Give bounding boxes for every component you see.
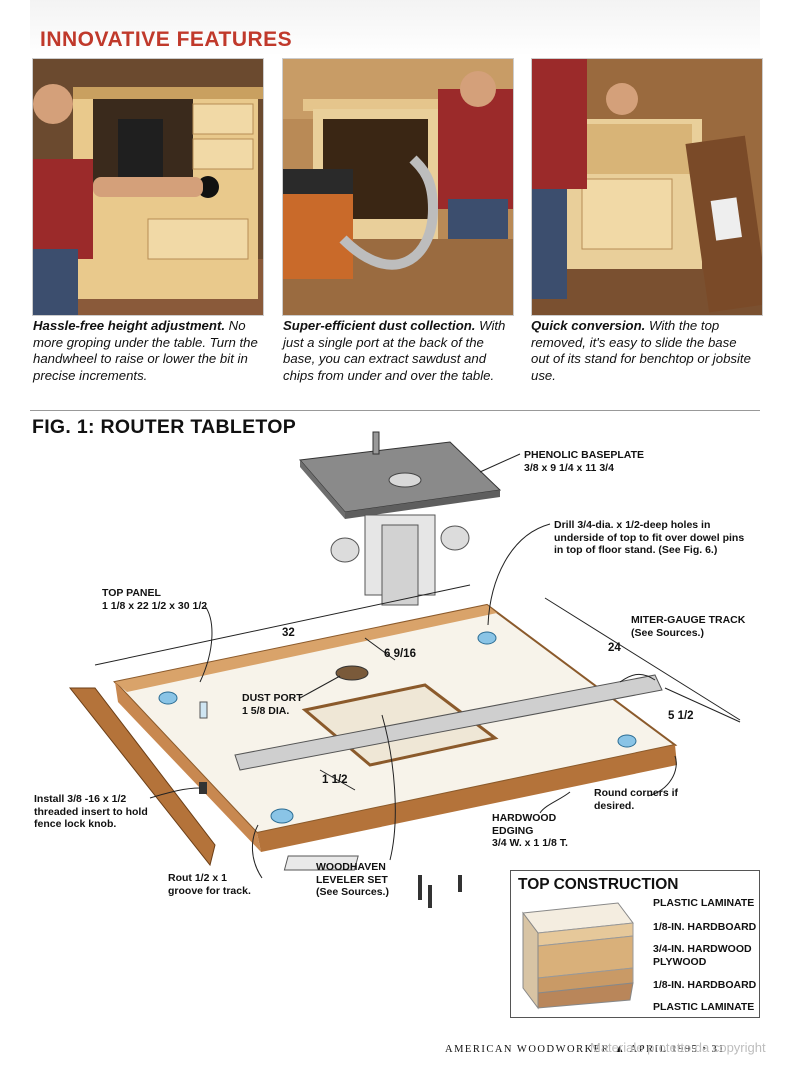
loose-edge-strip [68,687,216,867]
dust-port [335,665,369,681]
page-footer: AMERICAN WOODWORKER ▲ APRIL 1995 • 31 [445,1044,726,1055]
dim-32: 32 [282,627,295,639]
label-phenolic: PHENOLIC BASEPLATE 3/8 x 9 1/4 x 11 3/4 [524,449,644,474]
caption-dust-collection: Super-efficient dust collection. With ju… [283,318,518,384]
dim-24: 24 [608,642,621,654]
label-insert: Install 3/8 -16 x 1/2 threaded insert to… [34,793,148,830]
label-round-corners: Round corners if desired. [594,787,679,812]
miter-gauge-track [234,674,663,771]
divider [30,410,760,411]
layer-label-2: 1/8-IN. HARDBOARD [653,921,757,933]
label-dust-port-dim: 1 5/8 DIA. [242,704,290,717]
top-construction-layers [522,902,634,1010]
label-leveler: WOODHAVEN LEVELER SET (See Sources.) [316,861,389,898]
caption-text: No more groping under the table. Turn th… [33,318,258,383]
caption-height-adjustment: Hassle-free height adjustment. No more g… [33,318,273,384]
section-title: INNOVATIVE FEATURES [40,28,293,51]
leveler-set [283,855,359,871]
caption-bold: Super-efficient dust collection. [283,318,476,333]
label-rout: Rout 1/2 x 1 groove for track. [168,872,251,897]
header-band [30,0,760,56]
dim-5-1-2: 5 1/2 [668,710,694,722]
label-dust-port: DUST PORT 1 5/8 DIA. [242,692,303,717]
label-hardwood-title: HARDWOOD EDGING [492,812,557,837]
label-top-panel-title: TOP PANEL [102,587,161,599]
label-drill: Drill 3/4-dia. x 1/2-deep holes in under… [554,519,745,556]
label-hardwood: HARDWOOD EDGING 3/4 W. x 1 1/8 T. [492,812,582,850]
label-top-panel: TOP PANEL 1 1/8 x 22 1/2 x 30 1/2 [102,587,207,612]
label-phenolic-title: PHENOLIC BASEPLATE [524,449,644,461]
label-phenolic-dim: 3/8 x 9 1/4 x 11 3/4 [524,461,614,474]
photo-quick-conversion [531,58,763,316]
layer-label-3: 3/4-IN. HARDWOOD PLYWOOD [653,943,752,968]
label-miter: MITER-GAUGE TRACK (See Sources.) [631,614,746,639]
label-dust-port-title: DUST PORT [242,692,303,704]
caption-text: With the top removed, it's easy to slide… [531,318,751,383]
label-hardwood-dim: 3/4 W. x 1 1/8 T. [492,837,568,849]
caption-bold: Hassle-free height adjustment. [33,318,225,333]
layer-label-1: PLASTIC LAMINATE [653,897,755,909]
caption-bold: Quick conversion. [531,318,646,333]
photo-height-adjustment [32,58,264,316]
watermark: Materiale protetto da copyright [590,1040,766,1055]
layer-label-5: PLASTIC LAMINATE [653,1001,755,1013]
top-construction-title: TOP CONSTRUCTION [518,876,679,893]
layer-label-4: 1/8-IN. HARDBOARD [653,979,757,991]
photo-dust-collection [282,58,514,316]
dim-1-1-2: 1 1/2 [322,774,348,786]
dim-6-9-16: 6 9/16 [384,648,416,660]
caption-quick-conversion: Quick conversion. With the top removed, … [531,318,756,384]
label-top-panel-dim: 1 1/8 x 22 1/2 x 30 1/2 [102,599,208,612]
figure-title: FIG. 1: ROUTER TABLETOP [32,416,297,438]
hardwood-edging [257,745,677,852]
router-tabletop-diagram [68,431,741,908]
caption-text: With just a single port at the back of t… [283,318,506,383]
